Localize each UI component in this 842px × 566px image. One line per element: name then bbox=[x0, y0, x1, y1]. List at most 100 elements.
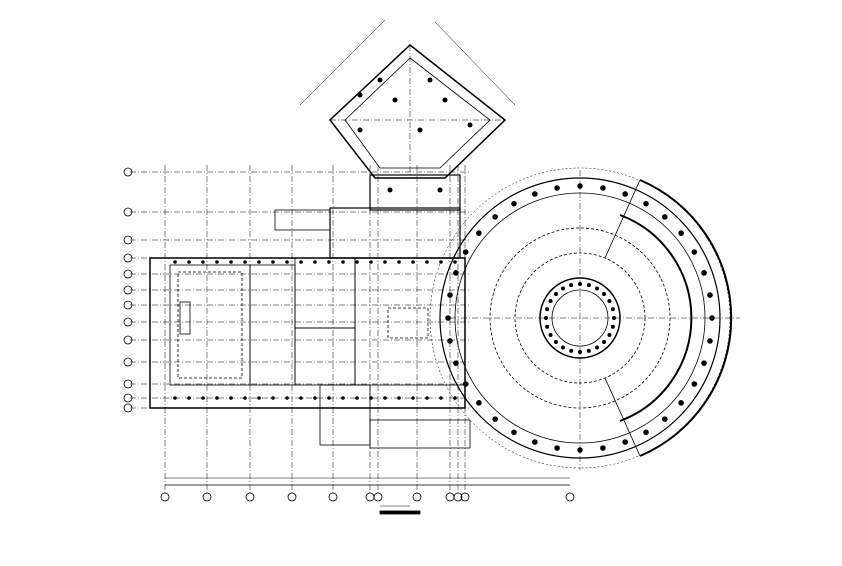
column bbox=[445, 315, 451, 321]
column bbox=[709, 315, 715, 321]
column bbox=[554, 445, 560, 451]
column bbox=[561, 345, 565, 350]
grid-bubble bbox=[123, 317, 133, 327]
column bbox=[369, 396, 373, 400]
column bbox=[678, 400, 684, 406]
column bbox=[578, 350, 582, 354]
column bbox=[662, 214, 668, 220]
column bbox=[577, 447, 583, 453]
column bbox=[355, 260, 359, 264]
column bbox=[437, 187, 443, 193]
grid-bubble bbox=[123, 357, 133, 367]
column bbox=[701, 270, 707, 276]
column bbox=[545, 307, 550, 312]
column bbox=[392, 97, 398, 103]
column bbox=[357, 127, 363, 133]
column bbox=[187, 260, 191, 264]
grid-axes bbox=[130, 165, 470, 495]
column bbox=[355, 396, 359, 400]
column bbox=[476, 230, 482, 236]
column bbox=[439, 396, 443, 400]
column bbox=[229, 396, 233, 400]
column bbox=[602, 291, 607, 296]
column bbox=[257, 260, 261, 264]
column bbox=[701, 360, 707, 366]
column bbox=[612, 316, 616, 320]
column bbox=[610, 307, 615, 312]
grid-bubble bbox=[123, 393, 133, 403]
column bbox=[532, 191, 538, 197]
column bbox=[397, 260, 401, 264]
column bbox=[622, 191, 628, 197]
column bbox=[532, 439, 538, 445]
column bbox=[462, 381, 469, 387]
column bbox=[383, 260, 387, 264]
column bbox=[691, 249, 698, 255]
dimension-line bbox=[123, 167, 575, 502]
column bbox=[707, 338, 713, 344]
column bbox=[201, 396, 205, 400]
grid-bubble bbox=[123, 335, 133, 345]
column bbox=[492, 214, 498, 220]
column bbox=[387, 187, 393, 193]
grid-bubble bbox=[123, 207, 133, 217]
column bbox=[453, 396, 457, 400]
column bbox=[285, 260, 289, 264]
column bbox=[622, 439, 628, 445]
column bbox=[383, 396, 387, 400]
column bbox=[341, 396, 345, 400]
scale-title-bar bbox=[379, 505, 421, 515]
column bbox=[545, 324, 550, 329]
column bbox=[586, 348, 591, 353]
column bbox=[476, 400, 482, 406]
column bbox=[397, 396, 401, 400]
column bbox=[229, 260, 233, 264]
column bbox=[377, 77, 383, 83]
column bbox=[442, 97, 448, 103]
column bbox=[544, 316, 548, 320]
grid-bubble bbox=[123, 285, 133, 295]
grid-bubble bbox=[445, 492, 455, 502]
column bbox=[492, 416, 498, 422]
grid-bubble bbox=[123, 379, 133, 389]
column bbox=[467, 122, 473, 128]
column bbox=[453, 260, 457, 264]
column bbox=[602, 340, 607, 345]
grid-bubble bbox=[373, 492, 383, 502]
column bbox=[243, 260, 247, 264]
grid-bubble bbox=[328, 492, 338, 502]
column bbox=[511, 429, 517, 436]
column bbox=[357, 92, 363, 98]
column bbox=[369, 260, 373, 264]
column bbox=[257, 396, 261, 400]
grid-bubble bbox=[412, 492, 422, 502]
column bbox=[215, 260, 219, 264]
column bbox=[173, 396, 177, 400]
column bbox=[285, 396, 289, 400]
grid-bubble bbox=[287, 492, 297, 502]
column bbox=[607, 299, 612, 303]
column bbox=[707, 292, 713, 298]
grid-bubble bbox=[460, 492, 470, 502]
grid-bubble bbox=[245, 492, 255, 502]
column bbox=[439, 260, 443, 264]
column bbox=[411, 396, 415, 400]
column bbox=[411, 260, 415, 264]
grid-bubble bbox=[160, 492, 170, 502]
column bbox=[425, 396, 429, 400]
column bbox=[327, 260, 331, 264]
column bbox=[577, 183, 583, 189]
column bbox=[453, 360, 459, 366]
column bbox=[462, 249, 469, 255]
column bbox=[417, 127, 423, 133]
column bbox=[187, 396, 191, 400]
column bbox=[610, 324, 615, 329]
grid-bubble bbox=[123, 235, 133, 245]
grid-bubble bbox=[565, 492, 575, 502]
circular-hall bbox=[429, 167, 740, 470]
grid-bubble bbox=[365, 492, 375, 502]
column bbox=[173, 260, 177, 264]
column bbox=[548, 299, 553, 303]
column bbox=[215, 396, 219, 400]
